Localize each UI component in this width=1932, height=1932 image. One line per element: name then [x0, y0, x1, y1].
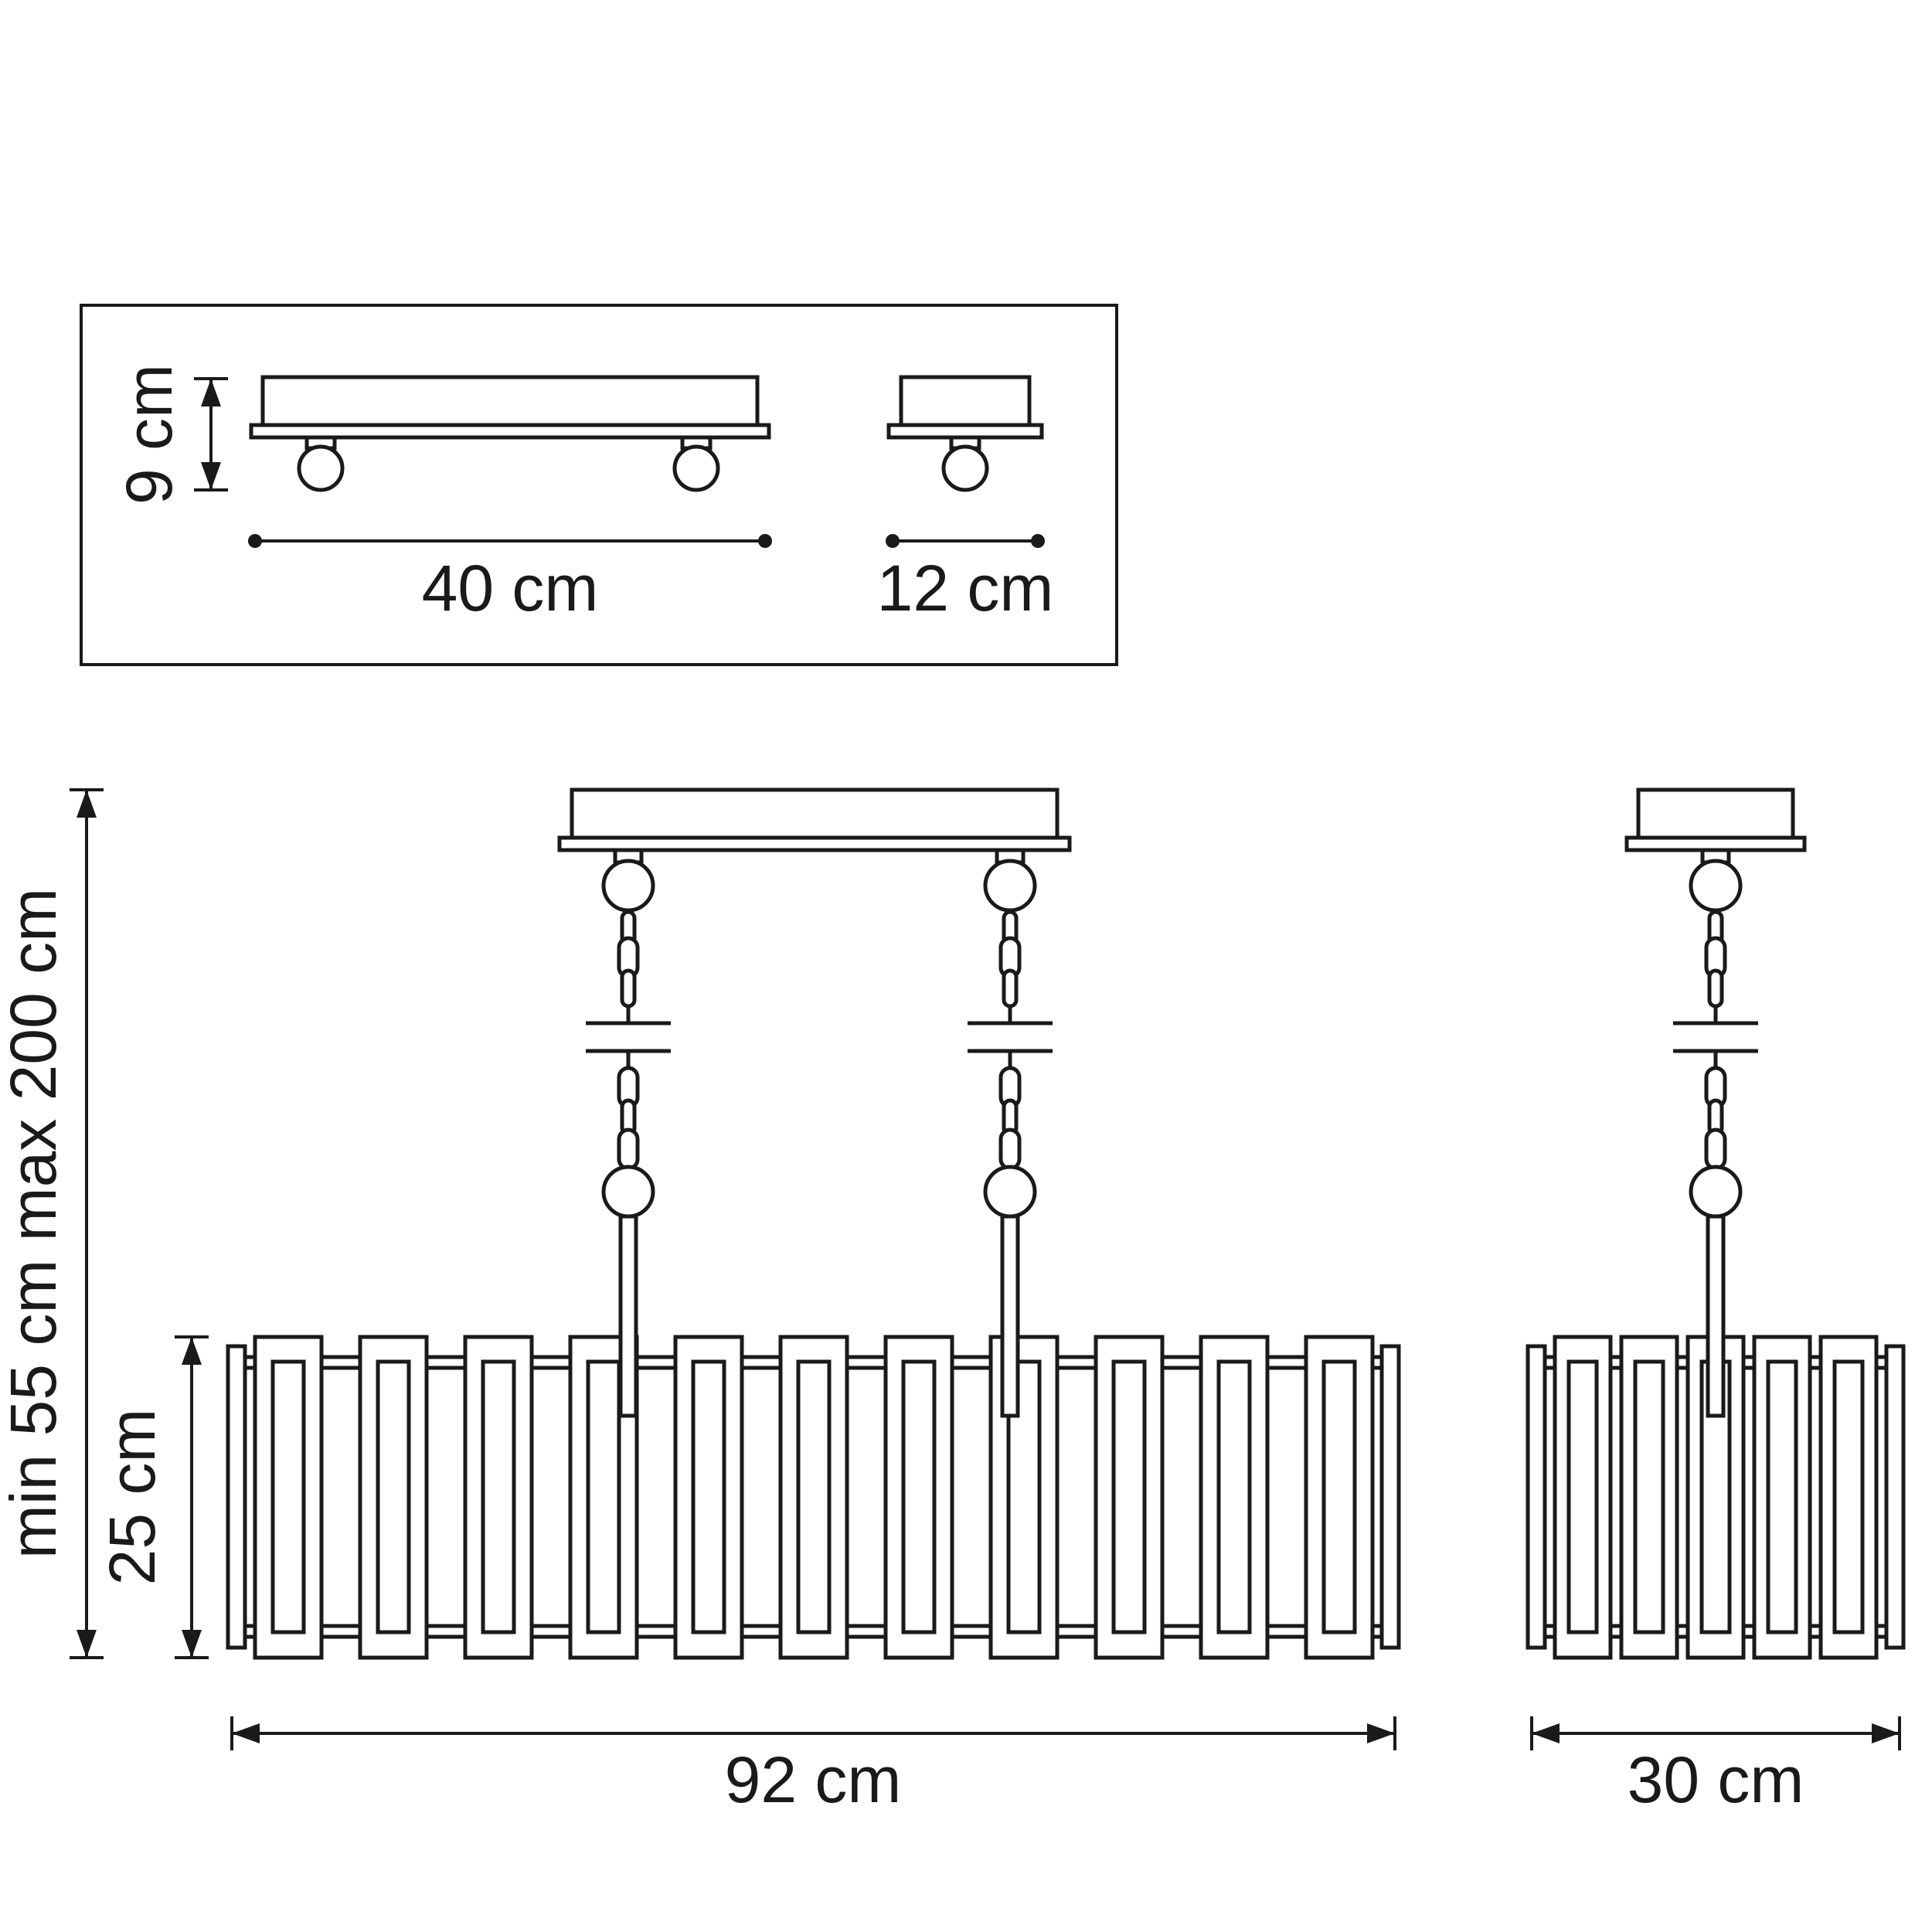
canopy-long-side-view [249, 375, 771, 492]
canopy-small-side-view [886, 375, 1044, 492]
dimension-canopy-small-length: 12 cm [877, 534, 1054, 624]
socket-ball [672, 444, 720, 492]
shade-slat [1555, 1337, 1611, 1658]
dimension-suspension-height: min 55 cm max 200 cm [0, 788, 104, 1659]
shade-slat [886, 1337, 952, 1658]
shade-slat [360, 1337, 427, 1658]
chain-assembly [586, 850, 671, 1416]
shade-length-label: 92 cm [725, 1743, 902, 1816]
shade-small-length-label: 30 cm [1628, 1743, 1804, 1816]
shade-edge-strip [1884, 1344, 1906, 1650]
canopy-length-label: 40 cm [422, 552, 599, 624]
socket-ball [941, 444, 989, 492]
shade-edge-strip [1526, 1344, 1547, 1650]
main-shade [226, 1337, 1401, 1658]
chain-assembly [968, 850, 1053, 1416]
main-canopy [557, 787, 1072, 852]
detail-box-border [80, 304, 1118, 666]
shade-slat [465, 1337, 532, 1658]
side-chandelier [1526, 787, 1906, 1658]
main-chandelier [226, 787, 1401, 1658]
shade-slat [1201, 1337, 1267, 1658]
dimension-canopy-height: 9 cm [113, 364, 228, 505]
shade-height-label: 25 cm [96, 1409, 168, 1586]
suspension-height-label: min 55 cm max 200 cm [0, 888, 70, 1559]
dimension-shade-height: 25 cm [96, 1335, 209, 1659]
shade-slat [781, 1337, 847, 1658]
canopy-height-label: 9 cm [113, 364, 185, 505]
dimension-canopy-length: 40 cm [248, 534, 772, 624]
shade-slat [1096, 1337, 1162, 1658]
shade-edge-strip [226, 1344, 247, 1650]
shade-slat [675, 1337, 742, 1658]
shade-slat [1754, 1337, 1810, 1658]
ceiling-plate-detail-box: 9 cm 40 cm 12 cm [80, 304, 1118, 666]
shade-slat [1621, 1337, 1677, 1658]
canopy-small-length-label: 12 cm [877, 552, 1054, 624]
dimension-shade-small-length: 30 cm [1530, 1716, 1901, 1816]
shade-slat [1821, 1337, 1876, 1658]
chain-assembly [1673, 850, 1758, 1416]
shade-slat [255, 1337, 321, 1658]
shade-edge-strip [1379, 1344, 1401, 1650]
side-canopy [1624, 787, 1807, 852]
dimension-shade-length: 92 cm [230, 1716, 1396, 1816]
socket-ball [297, 444, 345, 492]
shade-slat [1306, 1337, 1372, 1658]
